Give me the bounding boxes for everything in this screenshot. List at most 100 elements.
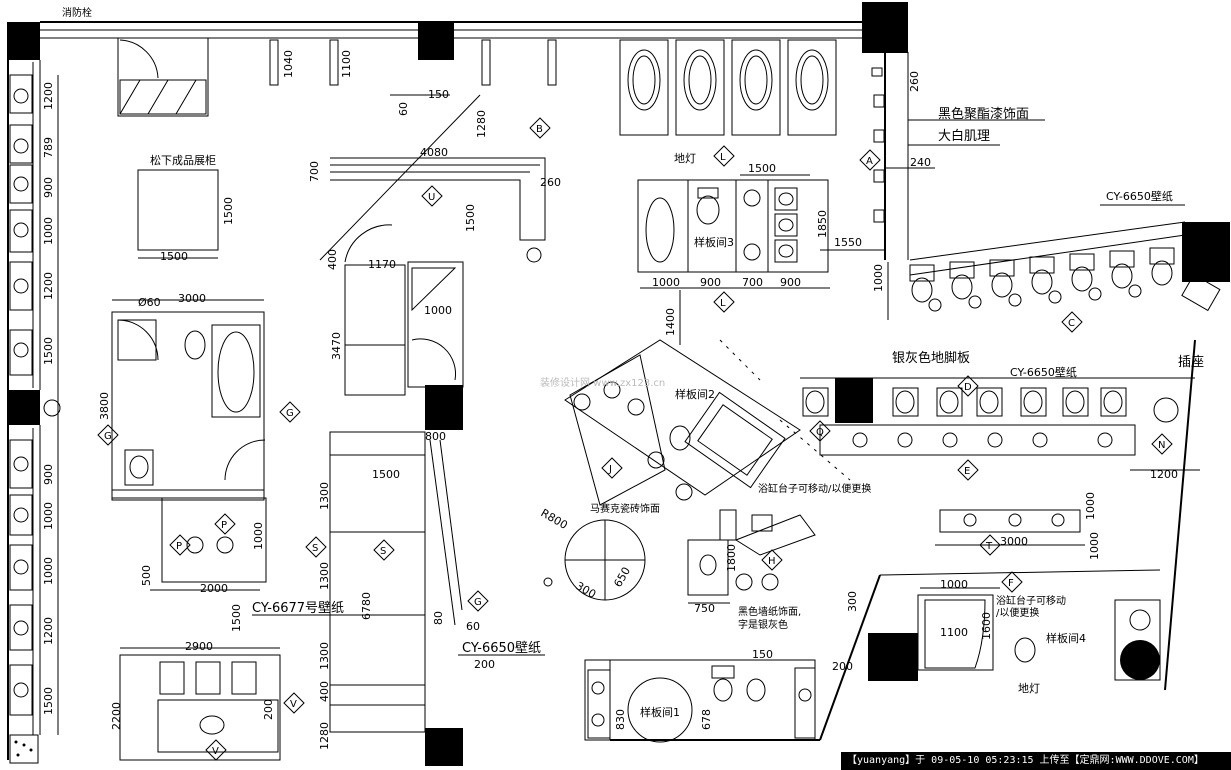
marker-g3: G [467,590,489,612]
middle-counter: 1800 750 黑色墙纸饰面, 字是银灰色 [687,509,816,631]
wallpaper-6650-left-label: CY-6650壁纸 [462,641,541,656]
svg-text:700: 700 [308,161,321,182]
svg-text:1500: 1500 [42,687,55,715]
svg-text:800: 800 [425,430,446,443]
svg-text:1300: 1300 [318,482,331,510]
svg-text:V: V [212,746,219,757]
svg-text:1200: 1200 [1150,468,1178,481]
display-cabinet: 松下成品展柜 1500 1500 [137,153,235,263]
svg-text:V: V [290,699,297,710]
central-column: 1300 1300 1300 400 1280 6780 1500 800 60… [318,430,495,750]
beam: 4080 700 260 1500 [308,146,561,263]
svg-text:900: 900 [700,276,721,289]
svg-text:60: 60 [466,620,480,633]
svg-text:2200: 2200 [110,702,123,730]
diagonal-line [319,94,481,261]
watermark: 装修设计网 www.zx123.cn [540,376,665,389]
sample-room-2: 样板间2 浴缸台子可移动/以便更换 [564,339,871,506]
socket-label: 插座 [1178,355,1204,370]
svg-text:1000: 1000 [1088,532,1101,560]
marker-d: D [957,375,979,397]
svg-text:700: 700 [742,276,763,289]
svg-text:200: 200 [262,699,275,720]
marker-f: F [1001,571,1023,593]
marker-l1: L [713,145,735,167]
svg-text:830: 830 [614,709,627,730]
svg-text:400: 400 [326,249,339,270]
middle-right-row: 银灰色地脚板 CY-6650壁纸 插座 1200 1000 1000 [800,350,1204,560]
right-toilet-row: 1000 [872,247,1221,320]
black-paint-label: 黑色聚酯漆饰面 [938,106,1029,122]
wallpaper-6650-mid-label: CY-6650壁纸 [1010,365,1077,379]
white-texture-label: 大白肌理 [938,128,990,144]
marker-h: H [761,549,783,571]
marker-a: A [859,149,881,171]
svg-text:G: G [474,597,482,608]
storage-room [117,37,209,117]
sample-room-1: 样板间1 150 830 678 [584,648,816,743]
fire-hydrant-label: 消防栓 [62,6,92,19]
svg-text:2000: 2000 [200,582,228,595]
svg-text:1000: 1000 [1084,492,1097,520]
svg-text:400: 400 [318,681,331,702]
svg-text:P: P [221,520,227,531]
bathtub-note: 浴缸台子可移动/以便更换 [758,482,871,495]
marker-j: J [601,457,623,479]
svg-text:浴缸台子可移动: 浴缸台子可移动 [996,594,1066,607]
mosaic-circle: 马赛克瓷砖饰面 R800 300 650 [539,502,661,601]
wall-posts: 1040 1100 150 60 1280 [269,39,557,138]
svg-text:U: U [428,192,435,203]
svg-text:1200: 1200 [42,617,55,645]
marker-n: N [1151,433,1173,455]
svg-text:1000: 1000 [940,578,968,591]
svg-text:900: 900 [42,464,55,485]
svg-text:P: P [176,541,182,552]
svg-text:900: 900 [42,177,55,198]
column [418,22,454,60]
svg-text:样板间2: 样板间2 [675,387,715,401]
svg-text:3000: 3000 [1000,535,1028,548]
column [425,728,463,766]
svg-text:松下成品展柜: 松下成品展柜 [150,153,216,167]
svg-text:Q: Q [816,427,824,438]
svg-text:3470: 3470 [330,332,343,360]
svg-text:1040: 1040 [282,50,295,78]
svg-text:6780: 6780 [360,592,373,620]
svg-text:1100: 1100 [340,50,353,78]
svg-text:1600: 1600 [980,612,993,640]
svg-text:J: J [608,464,612,475]
svg-text:R800: R800 [539,506,570,532]
svg-text:750: 750 [694,602,715,615]
marker-p1: P [214,513,236,535]
left-fixture-strip [9,62,61,764]
svg-text:2900: 2900 [185,640,213,653]
svg-text:T: T [985,541,993,552]
column [8,22,40,60]
svg-text:1400: 1400 [664,308,677,336]
svg-text:678: 678 [700,709,713,730]
svg-text:S: S [380,546,386,557]
svg-text:1550: 1550 [834,236,862,249]
svg-text:C: C [1068,318,1075,329]
marker-l2: L [713,291,735,313]
svg-text:1300: 1300 [318,642,331,670]
svg-text:/以便更换: /以便更换 [996,606,1039,619]
svg-text:A: A [866,156,873,167]
svg-text:200: 200 [832,660,853,673]
svg-text:240: 240 [910,156,931,169]
sample-room-3: 样板间3 地灯 1500 1850 1550 1000 900 700 900 … [637,152,885,345]
svg-text:200: 200 [474,658,495,671]
marker-s1: S [305,536,327,558]
room3-label: 样板间3 [694,235,734,249]
svg-text:Ø60: Ø60 [138,296,161,309]
column [835,378,873,423]
svg-text:H: H [768,556,776,567]
right-upper-wall: 260 黑色聚酯漆饰面 大白肌理 240 CY-6650壁纸 [871,67,1185,223]
svg-text:260: 260 [908,71,921,92]
marker-e: E [957,459,979,481]
svg-text:N: N [1158,440,1165,451]
marker-v1: V [283,692,305,714]
svg-text:G: G [104,431,112,442]
svg-text:地灯: 地灯 [1018,682,1040,695]
column [8,390,40,425]
